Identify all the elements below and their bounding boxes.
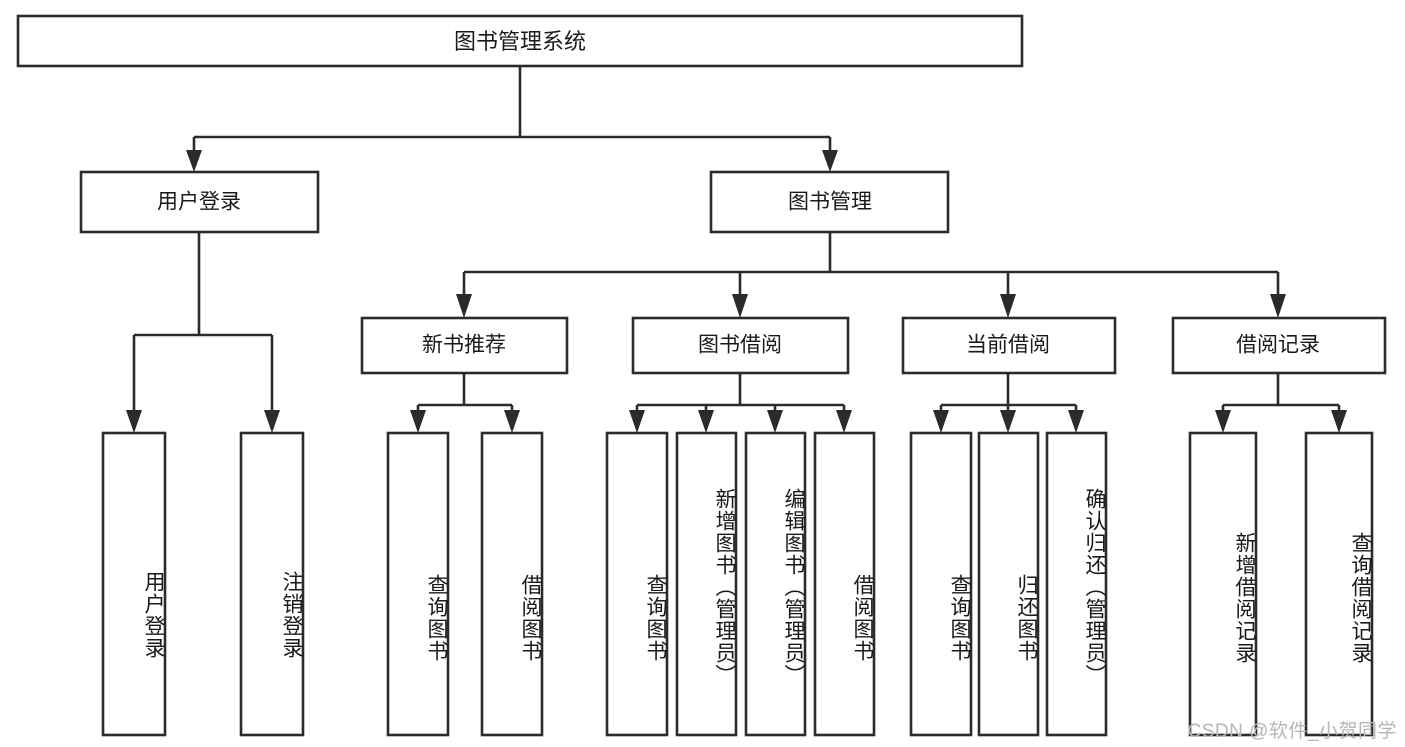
node-book-borrow-label: 图书借阅 [698,334,782,357]
node-borrow-record-label: 借阅记录 [1236,334,1320,357]
arrow-head-icon [1068,410,1084,433]
arrow-head-icon [1331,410,1347,433]
arrow-head-icon [456,294,472,318]
arrow-head-icon [732,294,748,318]
arrow-head-icon [1270,294,1286,318]
arrow-head-icon [822,150,838,172]
arrow-head-icon [410,410,426,433]
leaf-box-edit-book[interactable] [744,431,807,737]
connector-user-login-to-leaves [126,232,280,433]
node-current-borrow-box[interactable] [901,316,1117,375]
arrow-head-icon [1000,410,1016,433]
arrow-head-icon [264,410,280,433]
node-user-login-label: 用户登录 [157,191,241,214]
leaf-box-logout[interactable] [239,431,305,737]
leaf-box-query-book-2[interactable] [605,431,669,737]
node-book-manage-label: 图书管理 [788,191,872,214]
leaf-box-query-record[interactable] [1304,431,1374,737]
leaf-box-add-record[interactable] [1188,431,1258,737]
leaf-box-confirm-return[interactable] [1045,431,1108,737]
connector-borrow-record-to-leaves [1215,373,1347,433]
arrow-head-icon [1215,410,1231,433]
leaf-box-add-book[interactable] [675,431,738,737]
arrow-head-icon [767,410,783,433]
node-new-book-rec-box[interactable] [360,316,569,375]
csdn-watermark: CSDN @软件_小贺同学 [1187,721,1397,742]
connector-root-to-level2 [186,66,838,172]
leaf-box-borrow-book-2[interactable] [813,431,876,737]
leaf-box-return-book[interactable] [977,431,1040,737]
leaf-box-user-login[interactable] [101,431,167,737]
arrow-head-icon [629,410,645,433]
arrow-head-icon [186,150,202,172]
leaf-box-borrow-book-1[interactable] [480,431,544,737]
connector-new-book-rec-to-leaves [410,373,520,433]
leaf-box-query-book-1[interactable] [386,431,450,737]
node-user-login-box[interactable] [79,170,320,234]
node-current-borrow-label: 当前借阅 [966,334,1050,357]
node-root-box[interactable] [16,14,1024,68]
arrow-head-icon [1000,294,1016,318]
node-root-label: 图书管理系统 [454,29,586,54]
arrow-head-icon [126,410,142,433]
node-new-book-rec-label: 新书推荐 [422,334,506,357]
connector-book-manage-to-level3 [456,232,1286,318]
connector-book-borrow-to-leaves [629,373,852,433]
arrow-head-icon [504,410,520,433]
connector-current-borrow-to-leaves [933,373,1084,433]
leaf-box-query-book-3[interactable] [909,431,973,737]
arrow-head-icon [933,410,949,433]
arrow-head-icon [836,410,852,433]
arrow-head-icon [698,410,714,433]
